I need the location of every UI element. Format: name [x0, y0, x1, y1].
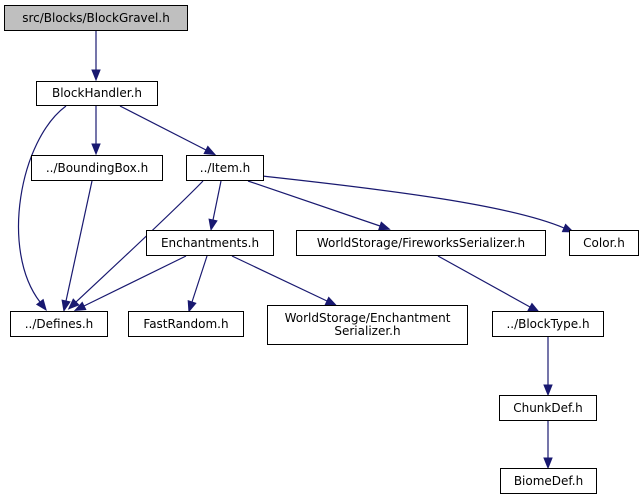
node-fastrandom-h[interactable]: FastRandom.h	[128, 311, 244, 337]
arrowhead-blockhandler-boundingbox	[91, 143, 101, 156]
node-enchantments-h[interactable]: Enchantments.h	[146, 230, 274, 256]
arrowhead-item-enchantments	[208, 218, 218, 232]
edge-enchantments-fastrandom	[191, 255, 208, 303]
arrowhead-blocktype-chunkdef	[543, 384, 553, 397]
arrowhead-enchantments-defines	[73, 301, 87, 311]
arrowhead-blockhandler-defines	[35, 298, 47, 311]
node-blocktype-h[interactable]: ../BlockType.h	[492, 311, 604, 337]
edge-item-defines	[75, 180, 204, 303]
arrowhead-blockgravel-blockhandler	[91, 69, 101, 82]
edge-blockhandler-item	[119, 105, 207, 151]
node-boundingbox-h[interactable]: ../BoundingBox.h	[31, 155, 163, 181]
node-blockgravel-h: src/Blocks/BlockGravel.h	[4, 5, 188, 31]
node-defines-h[interactable]: ../Defines.h	[10, 311, 108, 337]
arrowhead-chunkdef-biomedef	[543, 457, 553, 470]
arrowhead-item-fireworks	[377, 221, 391, 231]
node-fireworksserializer-h[interactable]: WorldStorage/FireworksSerializer.h	[296, 230, 546, 256]
arrowhead-enchantments-fastrandom	[187, 300, 197, 313]
node-enchantmentserializer-h[interactable]: WorldStorage/Enchantment Serializer.h	[267, 305, 468, 345]
edge-enchantments-enchantmentserializer	[231, 255, 328, 302]
node-chunkdef-h[interactable]: ChunkDef.h	[499, 395, 597, 421]
arrowhead-boundingbox-defines	[61, 299, 71, 313]
arrowhead-blockhandler-item	[203, 145, 217, 156]
node-color-h[interactable]: Color.h	[569, 230, 639, 256]
arrowhead-item-defines	[67, 298, 80, 310]
edge-item-fireworks	[247, 180, 381, 227]
node-item-h[interactable]: ../Item.h	[186, 155, 264, 181]
node-biomedef-h[interactable]: BiomeDef.h	[500, 468, 597, 494]
edge-enchantments-defines	[83, 255, 187, 307]
edge-item-enchantments	[212, 180, 222, 221]
edge-fireworks-blocktype	[437, 255, 531, 308]
edges-layer	[17, 31, 575, 470]
node-blockhandler-h[interactable]: BlockHandler.h	[36, 81, 158, 106]
edge-blockhandler-defines	[17, 105, 67, 303]
edge-boundingbox-defines	[65, 180, 93, 302]
edge-item-color	[261, 175, 565, 229]
arrowhead-enchantments-enchantmentserializer	[324, 296, 338, 306]
